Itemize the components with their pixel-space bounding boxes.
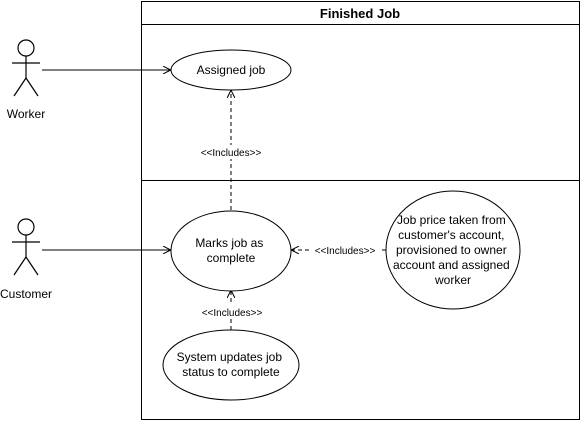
use-case-marks-complete-label: Marks job as complete (195, 236, 266, 265)
use-case-price-taken-label: Job price taken from customer's account,… (393, 213, 513, 287)
use-case-status-update-label: System updates job status to complete (177, 350, 286, 379)
include-label-status: <<Includes>> (202, 308, 263, 319)
actor-worker-label: Worker (7, 107, 45, 121)
use-case-marks-complete[interactable] (170, 210, 292, 292)
use-case-status-update[interactable] (162, 329, 300, 401)
use-case-assigned-job-label: Assigned job (197, 63, 266, 77)
include-label-assigned: <<Includes>> (201, 148, 262, 159)
use-case-assigned-job[interactable] (170, 49, 292, 91)
system-title: Finished Job (320, 6, 400, 21)
use-case-price-taken[interactable] (385, 190, 521, 310)
actor-customer[interactable] (12, 218, 40, 276)
actor-customer-label: Customer (0, 287, 52, 301)
include-label-price: <<Includes>> (315, 246, 376, 257)
actor-worker[interactable] (12, 39, 40, 97)
